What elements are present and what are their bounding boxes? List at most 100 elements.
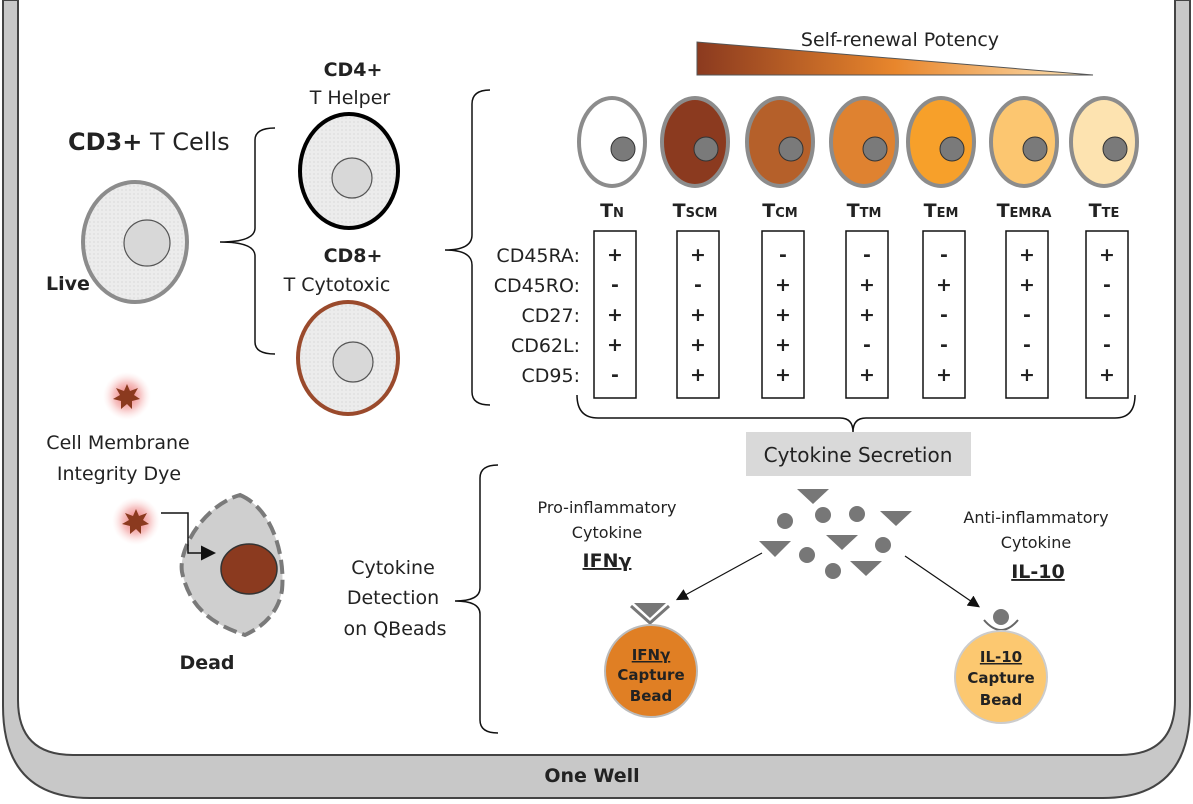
detection-label-line2: Detection <box>347 587 439 609</box>
memory-subsets: TN+-++-TSCM+-+++TCM-++++TTM-++-+TEM-+--+… <box>577 96 1139 399</box>
il10-circle <box>849 506 865 522</box>
dead-label: Dead <box>179 652 234 674</box>
marker-label: CD62L: <box>511 335 580 357</box>
marker-profile-box <box>676 230 720 399</box>
marker-value: + <box>690 364 706 386</box>
dye-entry-arrow <box>161 512 216 561</box>
subset-cell-nucleus <box>778 136 804 162</box>
subset-label: TEMRA <box>997 200 1052 222</box>
anti-label-line1: Anti-inflammatory <box>963 508 1108 527</box>
marker-label: CD45RA: <box>496 245 580 267</box>
bound-ifn-triangle <box>634 603 666 618</box>
marker-value: + <box>775 274 791 296</box>
marker-profile-box <box>845 230 889 399</box>
marker-value: - <box>940 334 948 356</box>
marker-value: - <box>694 274 702 296</box>
marker-value: + <box>1019 274 1035 296</box>
il10-circle <box>799 547 815 563</box>
subset-cell-nucleus <box>610 136 636 162</box>
subset-cell <box>1069 96 1139 188</box>
subset-cell-nucleus <box>1102 136 1128 162</box>
marker-value: + <box>775 334 791 356</box>
ifn-triangle <box>850 561 882 576</box>
il10-circle <box>825 563 841 579</box>
detection-label-line1: Cytokine <box>351 557 435 579</box>
subset-label: TEM <box>924 200 959 222</box>
subset-label: TTE <box>1089 200 1120 222</box>
ifn-bead-label-line3: Bead <box>630 687 672 705</box>
subset-cell-nucleus <box>862 136 888 162</box>
ifn-triangle <box>759 541 791 557</box>
marker-value: - <box>779 244 787 266</box>
subset-cell <box>577 96 647 188</box>
ifn-triangle <box>826 535 858 550</box>
marker-value: + <box>1099 364 1115 386</box>
cd4-subtitle: T Helper <box>309 87 391 109</box>
marker-value: + <box>936 364 952 386</box>
marker-label: CD95: <box>522 365 580 387</box>
ifn-bead-label-line2: Capture <box>617 666 684 684</box>
live-label: Live <box>46 273 90 295</box>
marker-value: + <box>859 304 875 326</box>
potency-wedge <box>696 41 1094 76</box>
marker-value: - <box>863 334 871 356</box>
cytokine-secretion-box <box>746 432 971 476</box>
detection-bracket <box>454 464 499 734</box>
marker-profile-box <box>922 230 966 399</box>
dye-molecule-dead-icon <box>122 509 149 534</box>
subset-cell <box>906 96 976 188</box>
marker-value: - <box>1103 304 1111 326</box>
ifn-triangle <box>880 511 912 526</box>
memory-bracket <box>444 89 491 406</box>
cytokine-particles <box>759 489 912 579</box>
cd8-title: CD8+ <box>324 245 383 267</box>
well-label: One Well <box>544 765 639 787</box>
subset-cell <box>829 96 899 188</box>
ifn-receptor <box>629 604 671 626</box>
detection-label-line3: on QBeads <box>344 618 447 640</box>
marker-profile-box <box>1005 230 1049 399</box>
marker-value: - <box>611 274 619 296</box>
marker-value: + <box>607 244 623 266</box>
il10-bead-label-line2: Capture <box>967 669 1034 687</box>
ifn-triangle <box>797 489 829 504</box>
subset-bracket <box>219 127 276 355</box>
subset-cell-nucleus <box>693 136 719 162</box>
dye-label-line1: Cell Membrane <box>46 432 189 454</box>
ifn-capture-bead <box>604 624 698 718</box>
marker-value: + <box>1019 364 1035 386</box>
marker-value: - <box>1023 304 1031 326</box>
subset-label: TN <box>600 200 624 222</box>
subset-label: TCM <box>762 200 797 222</box>
pro-cytokine-name: IFNγ <box>583 550 632 572</box>
cd8-cell-nucleus <box>332 341 374 383</box>
live-cell-nucleus <box>123 219 171 267</box>
pro-label-line1: Pro-inflammatory <box>537 498 676 517</box>
marker-value: - <box>940 244 948 266</box>
subset-label: TSCM <box>673 200 718 222</box>
bound-il10-circle <box>993 609 1009 625</box>
cd8-subtitle: T Cytotoxic <box>283 274 391 296</box>
marker-value: + <box>690 334 706 356</box>
marker-value: - <box>611 364 619 386</box>
dye-molecule-icon <box>113 384 140 409</box>
marker-value: - <box>1023 334 1031 356</box>
marker-label: CD45RO: <box>494 275 580 297</box>
cd3-title: CD3+ T Cells <box>68 128 230 156</box>
subset-cell <box>745 96 815 188</box>
marker-value: - <box>940 304 948 326</box>
marker-value: - <box>1103 334 1111 356</box>
marker-value: + <box>936 274 952 296</box>
cd4-cell-nucleus <box>331 157 373 199</box>
subset-cell <box>660 96 730 188</box>
marker-value: + <box>775 364 791 386</box>
il10-capture-bead <box>954 630 1048 724</box>
il10-circle <box>815 507 831 523</box>
marker-value: + <box>775 304 791 326</box>
marker-labels: CD45RA:CD45RO:CD27:CD62L:CD95: <box>494 245 580 387</box>
subset-cell-nucleus <box>939 136 965 162</box>
dead-cell-nucleus <box>220 543 278 595</box>
subset-cell <box>989 96 1059 188</box>
